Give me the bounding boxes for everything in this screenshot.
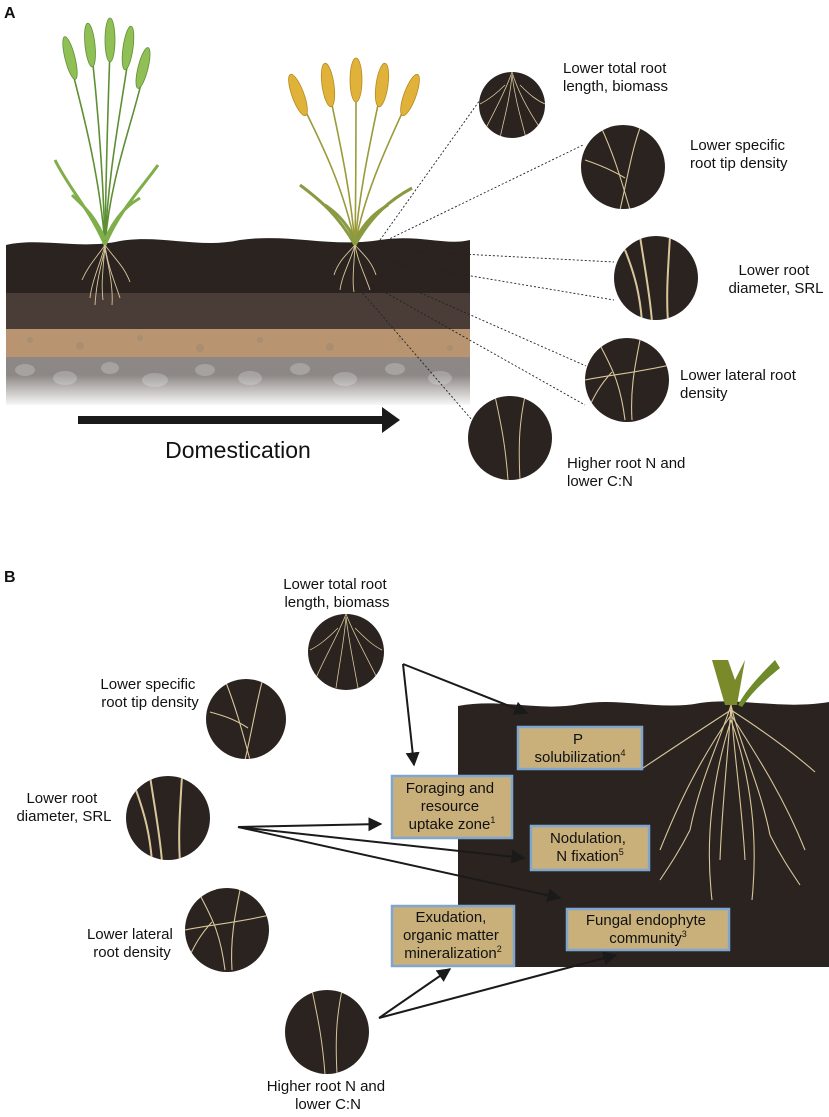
wild-plant-roots (81, 244, 131, 306)
trait-label-b-1: Lower total root length, biomass (283, 576, 391, 611)
process-box-exudation: Exudation, organic matter mineralization… (390, 904, 516, 968)
trait-label-a-3: Lower root diameter, SRL (728, 262, 823, 297)
svg-text:Exudation, organic matte: Exudation, organic matter mineralization… (403, 909, 503, 962)
trait-circle-a-5 (468, 396, 552, 480)
trait-label-a-1: Lower total root length, biomass (563, 60, 671, 95)
svg-text:Fungal endophyte communi: Fungal endophyte community3 (586, 912, 710, 947)
trait-circle-b-4 (185, 888, 269, 972)
trait-circle-a-4 (585, 338, 669, 422)
process-box-fungal-endophyte: Fungal endophyte community3 (565, 907, 731, 952)
process-box-foraging: Foraging and resource uptake zone1 (390, 774, 514, 840)
trait-circle-a-1 (479, 72, 545, 138)
process-box-nodulation: Nodulation, N fixation5 (529, 824, 651, 872)
trait-label-a-2: Lower specific root tip density (690, 137, 789, 172)
effect-arrows (237, 663, 618, 1019)
trait-circle-a-3 (614, 236, 698, 320)
trait-connector-lines (359, 99, 615, 421)
trait-label-b-4: Lower lateral root density (87, 926, 177, 961)
trait-label-a-4: Lower lateral root density (680, 367, 800, 402)
trait-circle-b-3 (126, 776, 210, 860)
svg-text:P solubilization4: P solubilization4 (535, 731, 626, 766)
trait-label-b-3: Lower root diameter, SRL (16, 790, 111, 825)
panel-b-letter: B (4, 569, 16, 586)
trait-circle-b-5 (285, 990, 369, 1074)
trait-label-a-5: Higher root N and lower C:N (567, 455, 690, 490)
panel-a-letter: A (4, 5, 16, 22)
svg-text:Foraging and resource: Foraging and resource uptake zone1 (406, 780, 499, 833)
plant-stem-b (712, 660, 780, 707)
svg-text:Nodulation, N fixation5: Nodulation, N fixation5 (550, 830, 630, 865)
soil-profile-a (6, 238, 470, 407)
process-box-p-solubilization: P solubilization4 (516, 725, 644, 771)
domestication-label: Domestication (165, 437, 311, 463)
trait-label-b-2: Lower specific root tip density (100, 676, 199, 711)
trait-circle-b-1 (308, 614, 384, 690)
domesticated-plant-roots (333, 244, 377, 293)
trait-circle-a-2 (581, 125, 665, 209)
trait-label-b-5: Higher root N and lower C:N (267, 1078, 390, 1113)
trait-circle-b-2 (206, 679, 286, 759)
domestication-arrow-head (382, 407, 400, 433)
domesticated-wheat-plant (288, 57, 420, 246)
plant-root-system-b (639, 704, 816, 901)
wild-wheat-plant (53, 17, 160, 246)
